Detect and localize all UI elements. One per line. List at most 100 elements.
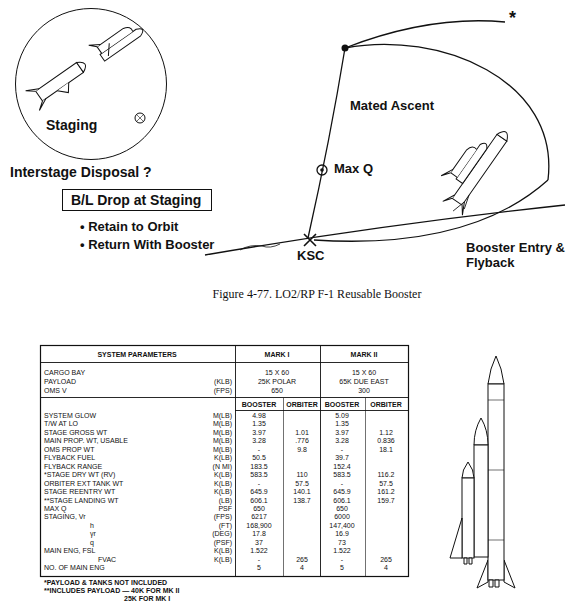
table-cell: BOOSTER [325,401,360,409]
coastline [240,244,280,250]
parameter-name: STAGE REENTRY WT [44,488,115,496]
unit-text: K(LB) [214,471,232,479]
table-cell: 161.2 [377,488,395,496]
unit-text: (N MI) [213,463,232,471]
table-cell: 645.9 [250,488,268,496]
site-label: KSC [297,248,324,263]
table-cell: 3.97 [335,429,349,437]
parameter-name: T/W AT LO [44,420,78,428]
unit-text: K(LB) [214,488,232,496]
entry-path [345,44,549,180]
footnote: *PAYLOAD & TANKS NOT INCLUDED [44,579,167,587]
table-cell: 6217 [251,513,267,521]
unit-text: M(LB) [213,437,232,445]
table-cell: 0.836 [377,437,395,445]
parameter-name: PAYLOAD [44,378,76,386]
table-cell: 645.9 [333,488,351,496]
table-cell: 18.1 [379,446,393,454]
table-cell: MARK I [265,351,290,359]
callout-box: B/L Drop at Staging [62,189,212,211]
figure-caption: Figure 4-77. LO2/RP F-1 Reusable Booster [213,287,422,302]
unit-text: (FPS) [214,387,232,395]
bullet-text: • Retain to Orbit [80,219,178,234]
table-cell: 39.7 [335,454,349,462]
table-grid [40,345,409,577]
flyback-path [314,180,548,241]
parameter-name: CARGO BAY [44,369,85,377]
unit-text: M(LB) [213,420,232,428]
table-cell: 168,900 [246,522,271,530]
table-cell: 265 [380,556,392,564]
parameter-name: FLYBACK FUEL [44,454,95,462]
table-cell: 583.5 [333,471,351,479]
unit-text: (FPS) [214,513,232,521]
table-cell: 1.12 [379,429,393,437]
table-cell: - [258,446,260,454]
ascending-shuttle [429,116,516,217]
orbit-marker: * [509,8,516,29]
table-cell: 6000 [334,513,350,521]
node-text: B/L Drop at Staging [71,192,203,208]
unit-text: K(LB) [214,480,232,488]
table-cell: 57.5 [295,480,309,488]
unit-text: (DEG) [212,530,232,538]
table-cell: 15 X 60 [265,369,289,377]
table-cell: 152.4 [333,463,351,471]
unit-text: M(LB) [213,446,232,454]
table-cell: - [341,556,343,564]
table-cell: 650 [336,505,348,513]
table-cell: - [258,480,260,488]
footnote: 25K FOR MK I [124,595,170,603]
table-cell: 1.01 [295,429,309,437]
table-cell: 15 X 60 [352,369,376,377]
table-cell: 138.7 [293,497,311,505]
table-cell: 5.09 [335,412,349,420]
table-cell: 17.8 [252,530,266,538]
phase-label: Mated Ascent [350,98,434,113]
table-cell: 25K POLAR [258,378,296,386]
phase-label: Max Q [334,161,373,176]
table-cell: 16.9 [335,530,349,538]
parameter-name: MAIN PROP. WT, USABLE [44,437,128,445]
table-cell: 4.98 [252,412,266,420]
table-cell: 1.35 [335,420,349,428]
staging-point [342,45,349,52]
table-cell: 65K DUE EAST [339,378,388,386]
table-cell: 1.35 [252,420,266,428]
node-text: Staging [46,117,97,133]
parameter-name: FLYBACK RANGE [44,463,102,471]
parameter-name: STAGING, Vr [44,513,86,521]
table-cell: 650 [271,387,283,395]
table-cell: 300 [358,387,370,395]
table-cell: 265 [296,556,308,564]
note-text: Interstage Disposal ? [10,164,152,180]
table-cell: - [258,556,260,564]
interstage [135,113,145,123]
unit-text: (LB) [219,497,232,505]
ascent-path [308,48,345,238]
table-cell: 147,400 [329,522,354,530]
table-cell: 4 [384,564,388,572]
table-cell: 4 [300,564,304,572]
table-cell: ORBITER [286,401,318,409]
table-cell: 9.8 [297,446,307,454]
parameter-name: *STAGE DRY WT (RV) [44,471,115,479]
table-cell: 57.5 [379,480,393,488]
table-cell: - [341,446,343,454]
table-cell: BOOSTER [242,401,277,409]
staging-booster [26,54,93,112]
table-cell: 50.5 [252,454,266,462]
table-cell: 3.97 [252,429,266,437]
parameter-name: OMS V [44,387,67,395]
table-cell: 159.7 [377,497,395,505]
bullet-text: • Return With Booster [80,237,214,252]
unit-text: M(LB) [213,412,232,420]
table-cell: 116.2 [378,471,395,479]
table-cell: 1.522 [250,547,268,555]
table-cell: MARK II [351,351,378,359]
table-cell: 606.1 [333,497,351,505]
booster-vehicle [450,356,515,588]
parameter-name: γr [90,530,96,538]
table-cell: 3.28 [252,437,266,445]
table-cell: 5 [257,564,261,572]
